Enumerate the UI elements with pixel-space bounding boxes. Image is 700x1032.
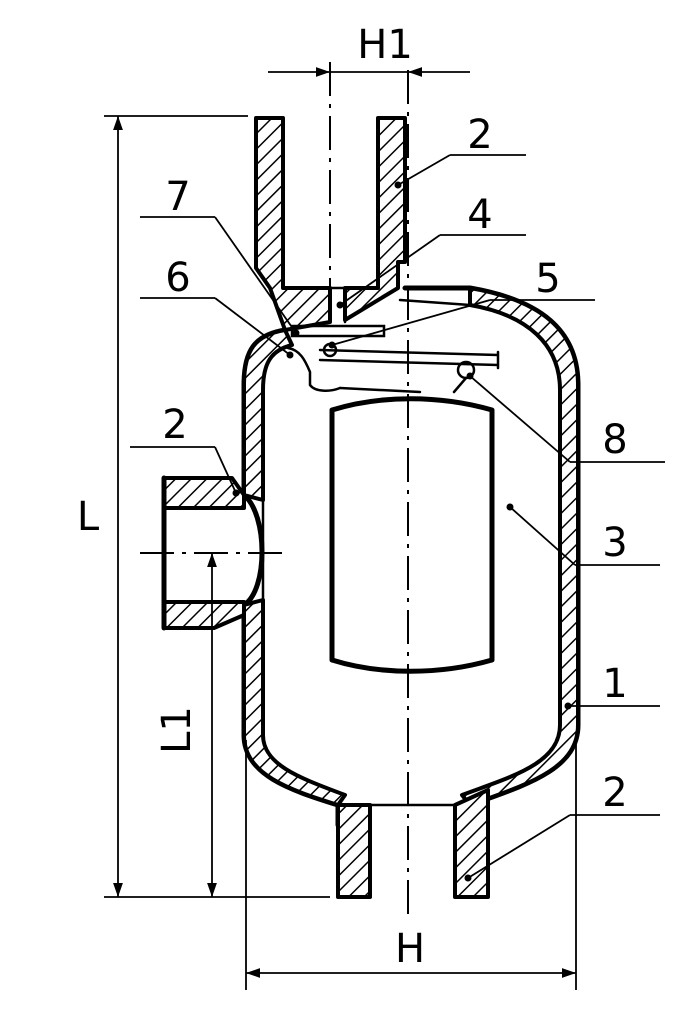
callout-3: 3 [506, 503, 660, 566]
dim-H1-label: H1 [357, 22, 413, 68]
svg-text:6: 6 [165, 255, 190, 301]
callout-7: 7 [140, 174, 300, 337]
lever-mechanism [286, 324, 500, 394]
callout-4: 4 [336, 192, 526, 309]
callout-2-bottom: 2 [464, 770, 660, 882]
svg-text:1: 1 [602, 661, 627, 707]
callout-2-side: 2 [130, 402, 240, 497]
shell-wall-hatch-left [242, 328, 294, 502]
dimension-H: H [245, 740, 577, 990]
bottom-drain-fitting [336, 788, 490, 899]
vessel-outer-wall [241, 285, 581, 828]
callout-5: 5 [328, 256, 595, 349]
svg-text:3: 3 [602, 520, 627, 566]
callout-1: 1 [564, 661, 660, 710]
svg-text:2: 2 [467, 112, 492, 158]
shell-wall-hatch-right [460, 286, 580, 807]
svg-text:5: 5 [535, 256, 560, 302]
callout-8: 8 [466, 372, 665, 463]
dimension-L: L [77, 115, 330, 898]
vessel-body [241, 285, 581, 828]
side-fitting-bottom-wall [162, 600, 246, 630]
dim-L1-label: L1 [154, 706, 200, 754]
callout-6: 6 [140, 255, 294, 359]
dim-H-label: H [395, 926, 425, 972]
svg-text:2: 2 [602, 770, 627, 816]
svg-text:2: 2 [162, 402, 187, 448]
svg-text:4: 4 [467, 192, 492, 238]
lever-pivot-bracket [286, 346, 342, 392]
svg-text:8: 8 [602, 417, 627, 463]
vessel-inner-wall [261, 298, 562, 797]
shell-wall-hatch-bottom-left [242, 598, 347, 807]
bottom-fitting-right-wall [453, 788, 490, 899]
top-fitting-left-wall [254, 116, 332, 332]
svg-text:7: 7 [165, 174, 190, 220]
float-link [338, 376, 468, 394]
dimension-H1: H1 [268, 22, 470, 77]
dimension-L1: L1 [154, 553, 217, 897]
dim-L-label: L [77, 494, 100, 540]
top-fitting-right-wall [343, 116, 407, 322]
bottom-fitting-left-wall [336, 803, 372, 899]
callout-2-top: 2 [394, 112, 526, 189]
float-ball [329, 396, 495, 674]
